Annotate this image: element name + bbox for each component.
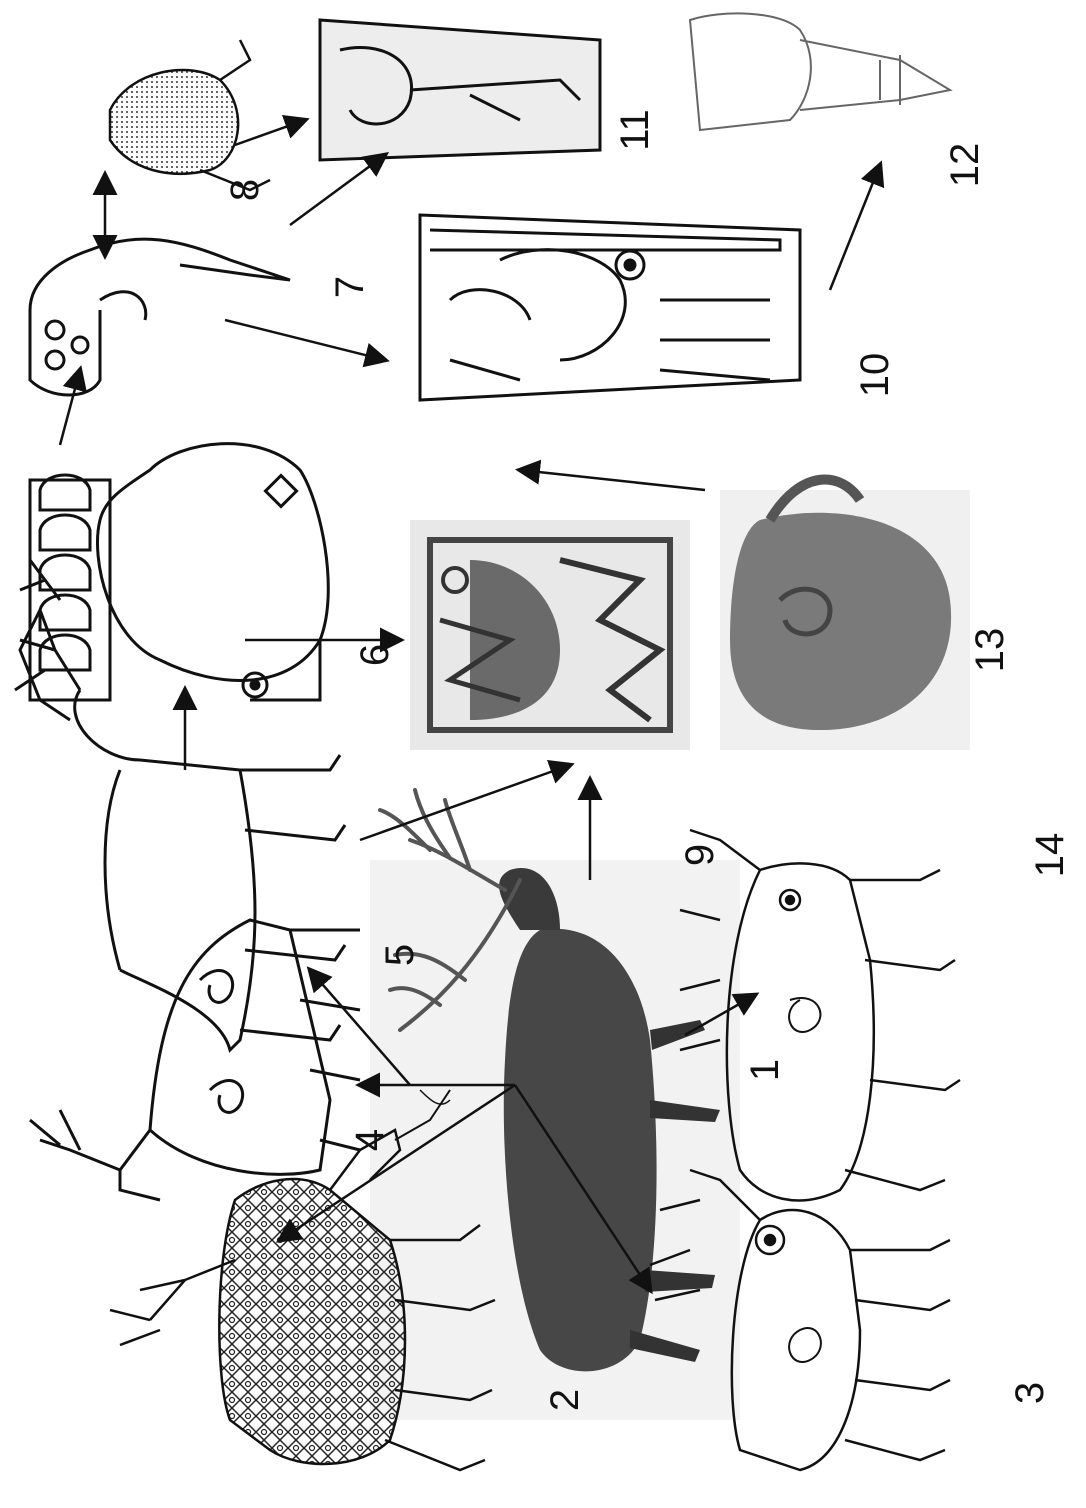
- label-5: 5: [375, 925, 425, 985]
- label-9: 9: [675, 825, 725, 885]
- label-2: 2: [540, 1370, 590, 1430]
- arrow-7-to-10: [225, 320, 385, 360]
- deer-drawing-6: [30, 444, 328, 700]
- deer-drawing-4: [30, 920, 360, 1200]
- label-11: 11: [610, 100, 660, 160]
- arrow-13-to-10: [520, 470, 705, 490]
- deer-drawing-7: [30, 239, 290, 395]
- plaque-drawing-10: [420, 215, 800, 400]
- deer-drawing-5: [15, 560, 345, 1050]
- label-12: 12: [940, 135, 990, 195]
- arrow-6-to-7: [60, 370, 80, 445]
- label-8: 8: [220, 160, 270, 220]
- bronze-plaque-13: [720, 480, 970, 750]
- arrow-5-to-9: [360, 765, 570, 840]
- label-14: 14: [1025, 825, 1075, 885]
- scabbard-drawing-11: [320, 20, 600, 160]
- label-7: 7: [325, 257, 375, 317]
- label-3: 3: [1005, 1363, 1055, 1423]
- bronze-plaque-9: [410, 520, 690, 750]
- label-4: 4: [345, 1110, 395, 1170]
- label-10: 10: [850, 345, 900, 405]
- label-13: 13: [965, 620, 1015, 680]
- arrow-8-to-11: [235, 120, 305, 145]
- arrow-10-to-12: [830, 165, 880, 290]
- arrow-7-to-11: [290, 155, 385, 225]
- drawing-12: [690, 13, 950, 130]
- label-1: 1: [740, 1040, 790, 1100]
- label-6: 6: [350, 625, 400, 685]
